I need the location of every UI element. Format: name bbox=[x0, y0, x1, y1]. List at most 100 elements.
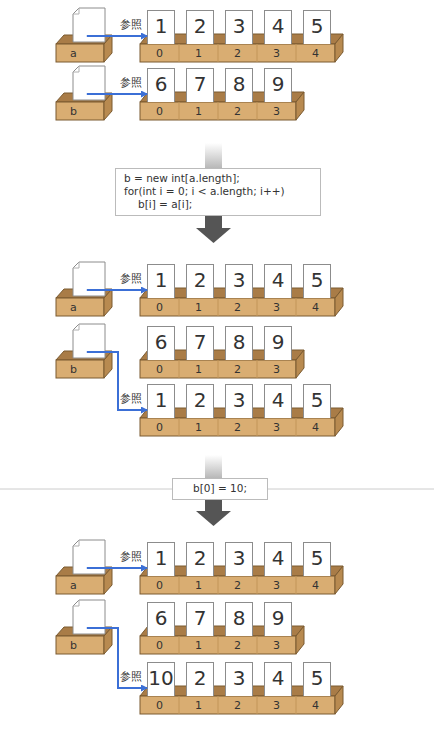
index-number: 1 bbox=[179, 420, 218, 436]
index-number: 0 bbox=[140, 104, 179, 120]
index-number: 0 bbox=[140, 362, 179, 378]
array-cell: 82 bbox=[218, 602, 257, 654]
index-number: 0 bbox=[140, 420, 179, 436]
array-cell: 43 bbox=[257, 542, 296, 594]
array-cell: 93 bbox=[257, 68, 296, 120]
element-value: 9 bbox=[264, 326, 292, 360]
array-cell: 21 bbox=[179, 384, 218, 436]
reference-label: 参照 bbox=[120, 550, 142, 563]
element-value: 9 bbox=[264, 68, 292, 102]
variable-name: a bbox=[70, 579, 77, 593]
element-value: 10 bbox=[147, 662, 175, 696]
reference-label: 参照 bbox=[120, 272, 142, 285]
element-value: 3 bbox=[225, 662, 253, 696]
reference-arrow bbox=[87, 35, 147, 37]
element-value: 6 bbox=[147, 326, 175, 360]
index-number: 4 bbox=[296, 578, 335, 594]
element-value: 5 bbox=[303, 10, 331, 44]
index-number: 2 bbox=[218, 104, 257, 120]
index-number: 0 bbox=[140, 578, 179, 594]
variable-box bbox=[56, 262, 112, 316]
code-box: b = new int[a.length];for(int i = 0; i <… bbox=[115, 168, 321, 216]
index-number: 1 bbox=[179, 104, 218, 120]
element-value: 7 bbox=[186, 602, 214, 636]
variable-box bbox=[56, 540, 112, 594]
array-cell: 43 bbox=[257, 10, 296, 62]
array-cell: 54 bbox=[296, 10, 335, 62]
element-value: 3 bbox=[225, 542, 253, 576]
element-value: 8 bbox=[225, 602, 253, 636]
reference-arrow bbox=[87, 93, 147, 95]
array-cell: 60 bbox=[140, 68, 179, 120]
index-number: 3 bbox=[257, 104, 296, 120]
step-arrow bbox=[205, 500, 222, 511]
index-number: 3 bbox=[257, 698, 296, 714]
variable-box bbox=[56, 324, 112, 378]
array-cell: 32 bbox=[218, 542, 257, 594]
reference-label: 参照 bbox=[120, 18, 142, 31]
variable-box: a bbox=[56, 8, 112, 62]
index-number: 3 bbox=[257, 578, 296, 594]
index-number: 4 bbox=[296, 698, 335, 714]
element-value: 5 bbox=[303, 384, 331, 418]
array-cell: 10 bbox=[140, 10, 179, 62]
array-cell: 32 bbox=[218, 10, 257, 62]
element-value: 1 bbox=[147, 384, 175, 418]
step-arrow bbox=[196, 228, 231, 243]
index-number: 3 bbox=[257, 638, 296, 654]
element-value: 9 bbox=[264, 602, 292, 636]
element-value: 2 bbox=[186, 384, 214, 418]
element-value: 2 bbox=[186, 264, 214, 298]
index-number: 0 bbox=[140, 638, 179, 654]
index-number: 2 bbox=[218, 698, 257, 714]
index-number: 1 bbox=[179, 638, 218, 654]
element-value: 3 bbox=[225, 10, 253, 44]
array-cell: 21 bbox=[179, 10, 218, 62]
index-number: 0 bbox=[140, 46, 179, 62]
reference-label: 参照 bbox=[120, 670, 142, 683]
index-number: 1 bbox=[179, 578, 218, 594]
variable-box: b bbox=[56, 66, 112, 120]
variable-box bbox=[56, 8, 112, 62]
index-number: 1 bbox=[179, 46, 218, 62]
index-number: 3 bbox=[257, 46, 296, 62]
step-bar bbox=[205, 143, 222, 168]
variable-box bbox=[56, 600, 112, 654]
variable-box: a bbox=[56, 540, 112, 594]
element-value: 6 bbox=[147, 602, 175, 636]
variable-name: a bbox=[70, 47, 77, 61]
element-value: 5 bbox=[303, 542, 331, 576]
array-cell: 32 bbox=[218, 662, 257, 714]
array-cell: 21 bbox=[179, 542, 218, 594]
array-cell: 54 bbox=[296, 384, 335, 436]
code-line: b[i] = a[i]; bbox=[124, 198, 312, 211]
element-value: 2 bbox=[186, 662, 214, 696]
array-cell: 82 bbox=[218, 68, 257, 120]
index-number: 4 bbox=[296, 300, 335, 316]
variable-box: b bbox=[56, 324, 112, 378]
index-number: 3 bbox=[257, 362, 296, 378]
index-number: 3 bbox=[257, 300, 296, 316]
reference-label: 参照 bbox=[120, 76, 142, 89]
element-value: 4 bbox=[264, 384, 292, 418]
index-number: 2 bbox=[218, 300, 257, 316]
array-cell: 93 bbox=[257, 326, 296, 378]
element-value: 2 bbox=[186, 542, 214, 576]
array-cell: 43 bbox=[257, 384, 296, 436]
array-cell: 100 bbox=[140, 662, 179, 714]
array-cell: 60 bbox=[140, 602, 179, 654]
array-cell: 54 bbox=[296, 264, 335, 316]
element-value: 8 bbox=[225, 68, 253, 102]
array-cell: 60 bbox=[140, 326, 179, 378]
step-arrow bbox=[196, 511, 231, 526]
array-cell: 82 bbox=[218, 326, 257, 378]
array-cell: 71 bbox=[179, 68, 218, 120]
element-value: 8 bbox=[225, 326, 253, 360]
element-value: 7 bbox=[186, 326, 214, 360]
index-number: 2 bbox=[218, 362, 257, 378]
array-cell: 71 bbox=[179, 602, 218, 654]
array-cell: 93 bbox=[257, 602, 296, 654]
element-value: 1 bbox=[147, 542, 175, 576]
